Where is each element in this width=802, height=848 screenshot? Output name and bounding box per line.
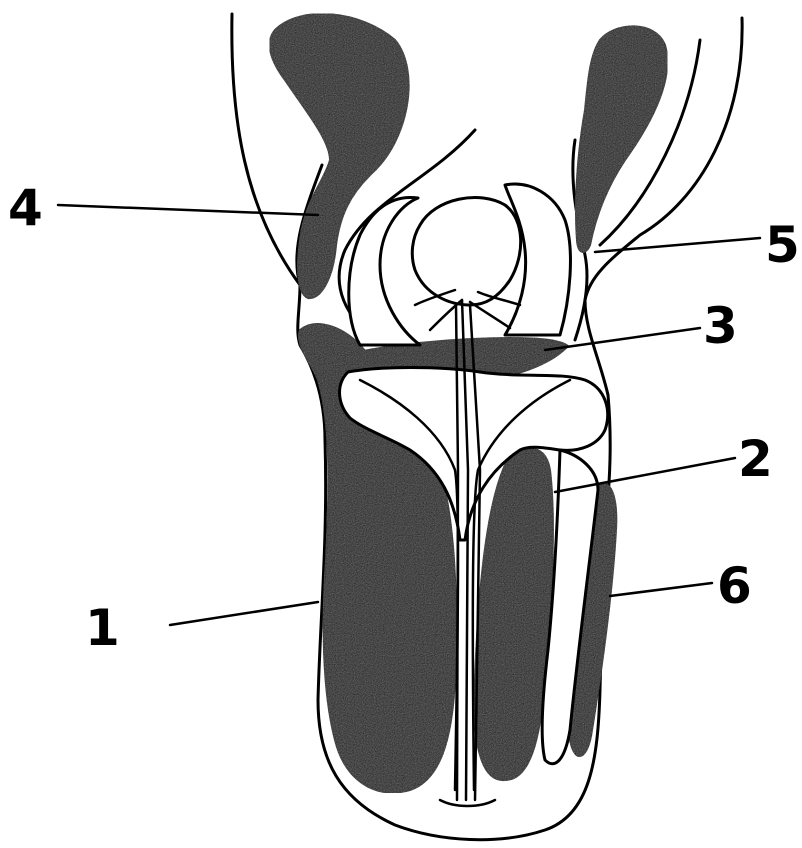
label-2: 2	[738, 430, 773, 488]
ball-head	[412, 198, 520, 305]
sheath-bottom	[440, 800, 495, 806]
leader-line-1	[170, 602, 318, 625]
leader-line-4	[58, 205, 318, 215]
tendon-fan-2	[470, 302, 510, 328]
label-5: 5	[765, 216, 800, 274]
label-6: 6	[717, 557, 752, 615]
label-4: 4	[8, 179, 43, 237]
dark-shape-4-upper-left	[270, 14, 409, 298]
leader-line-3	[545, 328, 700, 350]
leader-line-6	[610, 583, 712, 596]
joint-capsule-left	[349, 197, 420, 345]
leader-line-5	[595, 238, 760, 252]
label-3: 3	[703, 297, 738, 355]
label-1: 1	[85, 599, 120, 657]
dark-shape-5-upper-right	[576, 26, 667, 252]
